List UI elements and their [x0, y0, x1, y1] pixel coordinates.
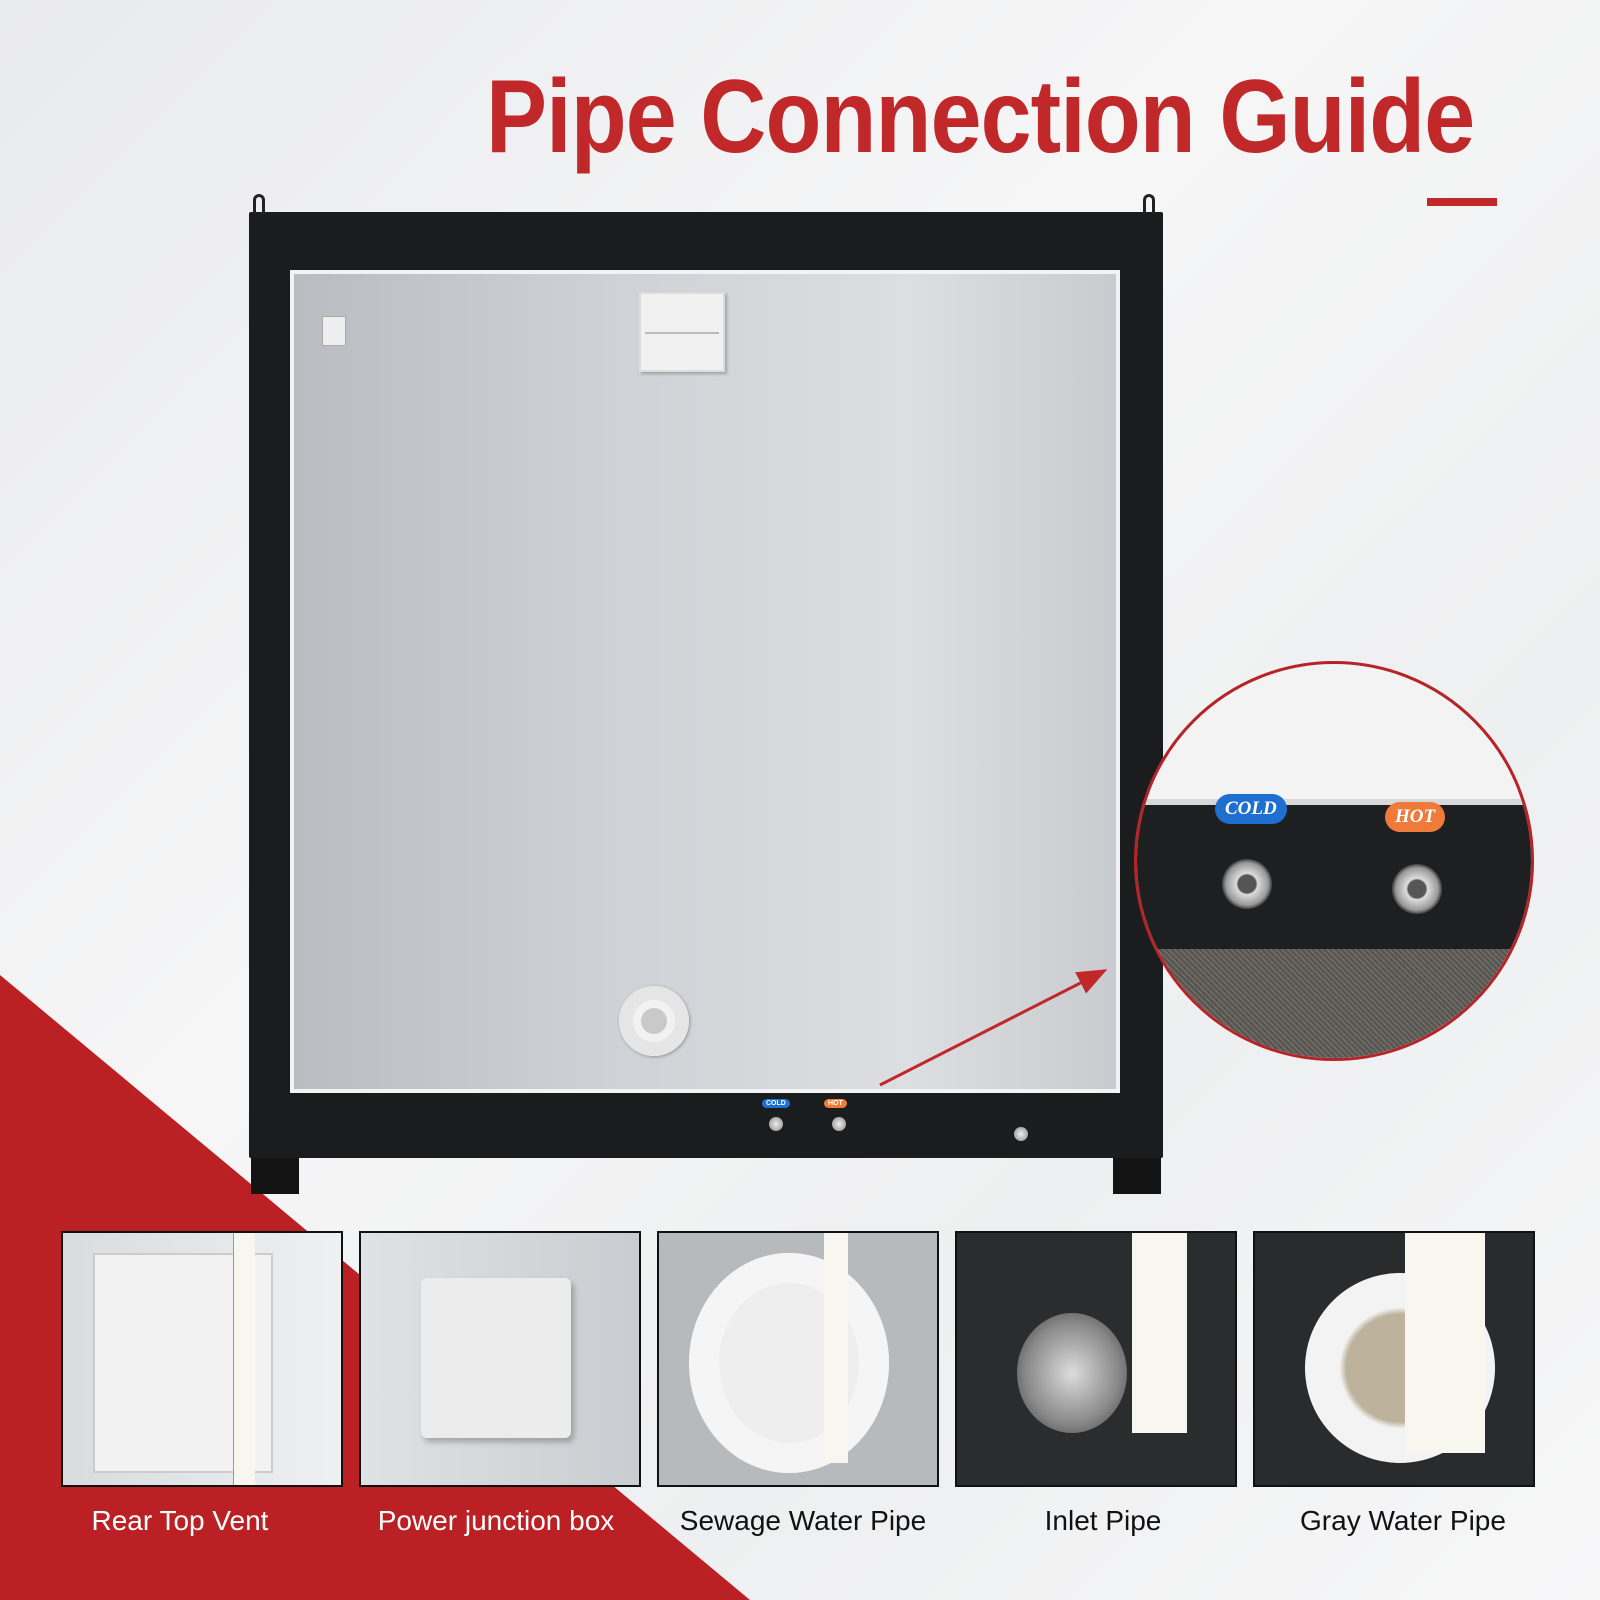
tape-measure	[1405, 1233, 1485, 1453]
cold-badge: COLD	[1215, 794, 1287, 824]
hot-tag: HOT	[824, 1099, 847, 1108]
fitting-image	[1017, 1313, 1127, 1433]
foot	[251, 1158, 299, 1194]
label-inlet-pipe: Inlet Pipe	[1044, 1505, 1162, 1536]
frame-bar	[1137, 799, 1531, 949]
tape-measure	[1132, 1233, 1187, 1433]
thumb-inlet-pipe	[955, 1231, 1237, 1487]
label-gray-water-pipe: Gray Water Pipe	[1300, 1505, 1506, 1536]
inlet-zoom-callout: COLD HOT	[1134, 661, 1534, 1061]
sewage-pipe-outlet	[619, 986, 689, 1056]
title-underline	[1427, 198, 1497, 206]
cold-inlet-fitting	[769, 1117, 783, 1131]
cabinet-photo: COLD HOT	[249, 194, 1163, 1194]
label-power-junction-box: Power junction box	[377, 1505, 615, 1536]
thumb-rear-top-vent	[61, 1231, 343, 1487]
hot-fitting	[1392, 864, 1442, 914]
foot	[1113, 1158, 1161, 1194]
thumb-power-junction-box	[359, 1231, 641, 1487]
label-sewage-water-pipe: Sewage Water Pipe	[679, 1505, 927, 1536]
thumb-gray-water-pipe	[1253, 1231, 1535, 1487]
ground	[1137, 949, 1531, 1058]
cold-fitting	[1222, 859, 1272, 909]
top-vent	[639, 292, 725, 372]
hot-inlet-fitting	[832, 1117, 846, 1131]
rear-panel	[290, 270, 1120, 1093]
tape-measure	[233, 1233, 255, 1485]
hot-badge: HOT	[1385, 802, 1446, 832]
pipe-image	[689, 1253, 889, 1473]
box-image	[421, 1278, 571, 1438]
cold-tag: COLD	[762, 1099, 790, 1108]
thumb-sewage-water-pipe	[657, 1231, 939, 1487]
label-rear-top-vent: Rear Top Vent	[91, 1505, 269, 1536]
hook-icon	[253, 194, 265, 214]
page-title: Pipe Connection Guide	[486, 59, 1475, 175]
junction-box	[322, 316, 346, 346]
tape-measure	[824, 1233, 848, 1463]
gray-water-fitting	[1014, 1127, 1028, 1141]
hook-icon	[1143, 194, 1155, 214]
